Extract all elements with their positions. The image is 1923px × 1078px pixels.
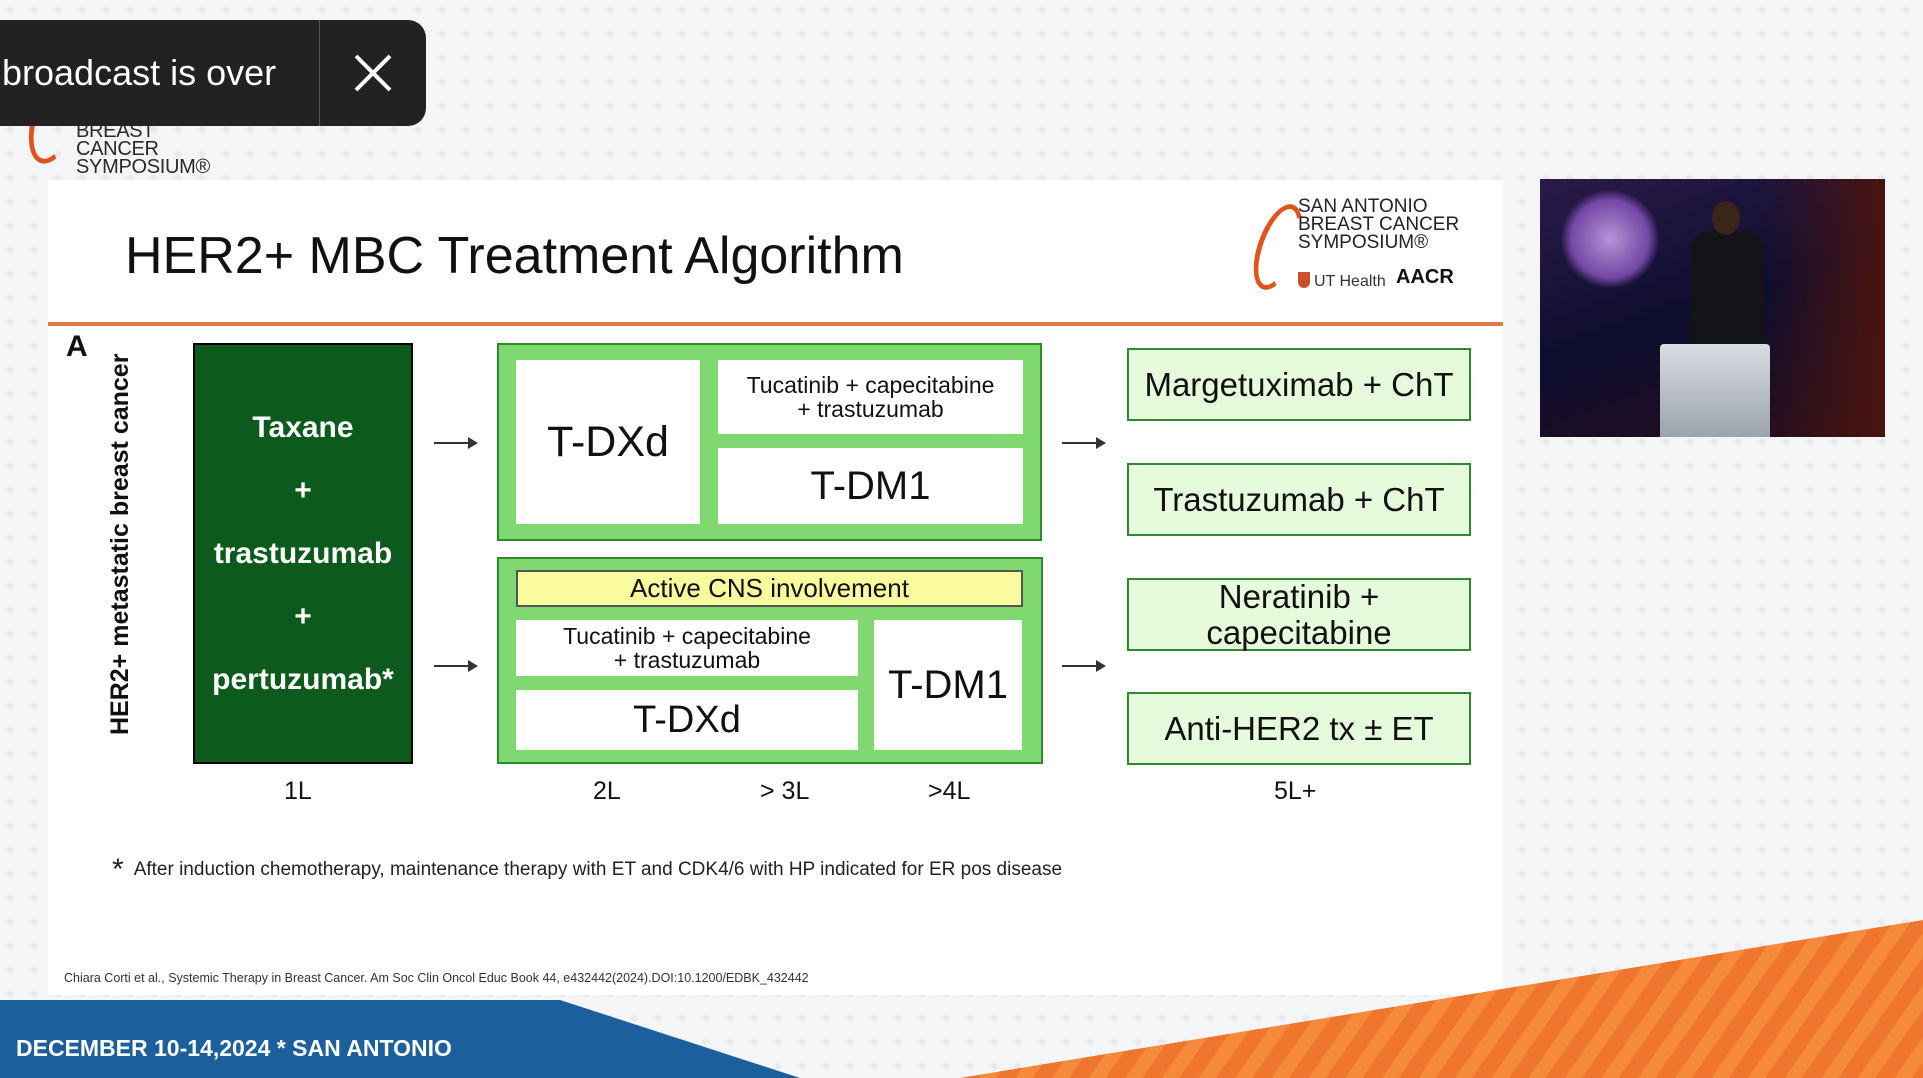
upper-tdxd-box: T-DXd bbox=[516, 360, 700, 524]
first-line-item: + bbox=[294, 474, 312, 507]
ut-health-logo: UT Health bbox=[1298, 272, 1386, 291]
shield-icon bbox=[1298, 272, 1310, 288]
stage-flower-decoration bbox=[1560, 189, 1660, 289]
lower-tdxd-text: T-DXd bbox=[633, 698, 741, 741]
later-option-text: Anti-HER2 tx ± ET bbox=[1164, 709, 1434, 747]
later-option-trastuzumab: Trastuzumab + ChT bbox=[1127, 463, 1471, 536]
ut-health-text: UT Health bbox=[1314, 273, 1386, 290]
slide-citation: Chiara Corti et al., Systemic Therapy in… bbox=[64, 971, 809, 985]
upper-tdm1-text: T-DM1 bbox=[810, 463, 931, 508]
speaker-head bbox=[1712, 201, 1740, 235]
upper-tucatinib-box: Tucatinib + capecitabine + trastuzumab bbox=[718, 360, 1023, 434]
presentation-slide: HER2+ MBC Treatment Algorithm San Antoni… bbox=[48, 180, 1503, 995]
lower-tdxd-box: T-DXd bbox=[516, 690, 858, 750]
later-option-text: Trastuzumab + ChT bbox=[1153, 480, 1445, 518]
first-line-item: + bbox=[294, 600, 312, 633]
upper-tucatinib-text: Tucatinib + capecitabine + trastuzumab bbox=[746, 372, 995, 422]
upper-tdxd-text: T-DXd bbox=[547, 417, 669, 466]
upper-tdm1-box: T-DM1 bbox=[718, 448, 1023, 524]
event-dates-banner: DECEMBER 10-14,2024 * SAN ANTONIO bbox=[16, 1035, 452, 1061]
later-option-margetuximab: Margetuximab + ChT bbox=[1127, 348, 1471, 421]
arrow-upper-to-later bbox=[1062, 437, 1106, 449]
speaker-body bbox=[1690, 231, 1764, 351]
line-label-5l: 5L+ bbox=[1274, 777, 1317, 805]
broadcast-notice: broadcast is over bbox=[0, 20, 426, 126]
footnote: * After induction chemotherapy, maintenan… bbox=[112, 853, 1062, 887]
lower-tdm1-text: T-DM1 bbox=[888, 662, 1008, 707]
later-option-neratinib: Neratinib + capecitabine bbox=[1127, 578, 1471, 651]
notice-divider bbox=[318, 20, 320, 126]
close-icon bbox=[354, 54, 392, 92]
y-axis-label: HER2+ metastatic breast cancer bbox=[106, 353, 134, 735]
podium bbox=[1660, 344, 1770, 437]
first-line-item: pertuzumab* bbox=[212, 663, 394, 696]
slide-title: HER2+ MBC Treatment Algorithm bbox=[125, 227, 904, 285]
slide-sponsor-logo: San Antonio Breast Cancer Symposium® UT … bbox=[1240, 196, 1480, 316]
lower-tucatinib-text: Tucatinib + capecitabine + trastuzumab bbox=[563, 623, 811, 673]
later-option-text: Neratinib + capecitabine bbox=[1206, 577, 1392, 651]
arrow-1l-to-upper bbox=[434, 437, 478, 449]
line-label-1l: 1L bbox=[284, 777, 312, 805]
close-notice-button[interactable] bbox=[320, 20, 427, 126]
stage-light bbox=[1765, 179, 1885, 437]
later-option-anti-her2: Anti-HER2 tx ± ET bbox=[1127, 692, 1471, 765]
later-option-text: Margetuximab + ChT bbox=[1144, 365, 1454, 403]
arrow-1l-to-lower bbox=[434, 660, 478, 672]
lower-tdm1-box: T-DM1 bbox=[874, 620, 1022, 750]
slide-logo-name: San Antonio Breast Cancer Symposium® bbox=[1298, 196, 1460, 253]
lower-tucatinib-box: Tucatinib + capecitabine + trastuzumab bbox=[516, 620, 858, 676]
line-label-2l: 2L bbox=[593, 777, 621, 805]
speaker-video[interactable] bbox=[1540, 179, 1885, 437]
footnote-text: After induction chemotherapy, maintenanc… bbox=[133, 859, 1063, 880]
first-line-item: trastuzumab bbox=[213, 537, 393, 570]
first-line-box: Taxane + trastuzumab + pertuzumab* bbox=[193, 343, 413, 764]
line-label-4l: >4L bbox=[928, 777, 971, 805]
broadcast-notice-message: broadcast is over bbox=[2, 52, 277, 93]
panel-label: A bbox=[66, 330, 88, 363]
first-line-item: Taxane bbox=[252, 411, 354, 444]
active-cns-text: Active CNS involvement bbox=[630, 573, 909, 603]
active-cns-header: Active CNS involvement bbox=[516, 570, 1023, 607]
line-label-3l: > 3L bbox=[760, 777, 810, 805]
arrow-lower-to-later bbox=[1062, 660, 1106, 672]
title-divider bbox=[48, 322, 1503, 326]
aacr-logo: AACR bbox=[1396, 266, 1454, 288]
footnote-marker: * bbox=[112, 853, 124, 886]
